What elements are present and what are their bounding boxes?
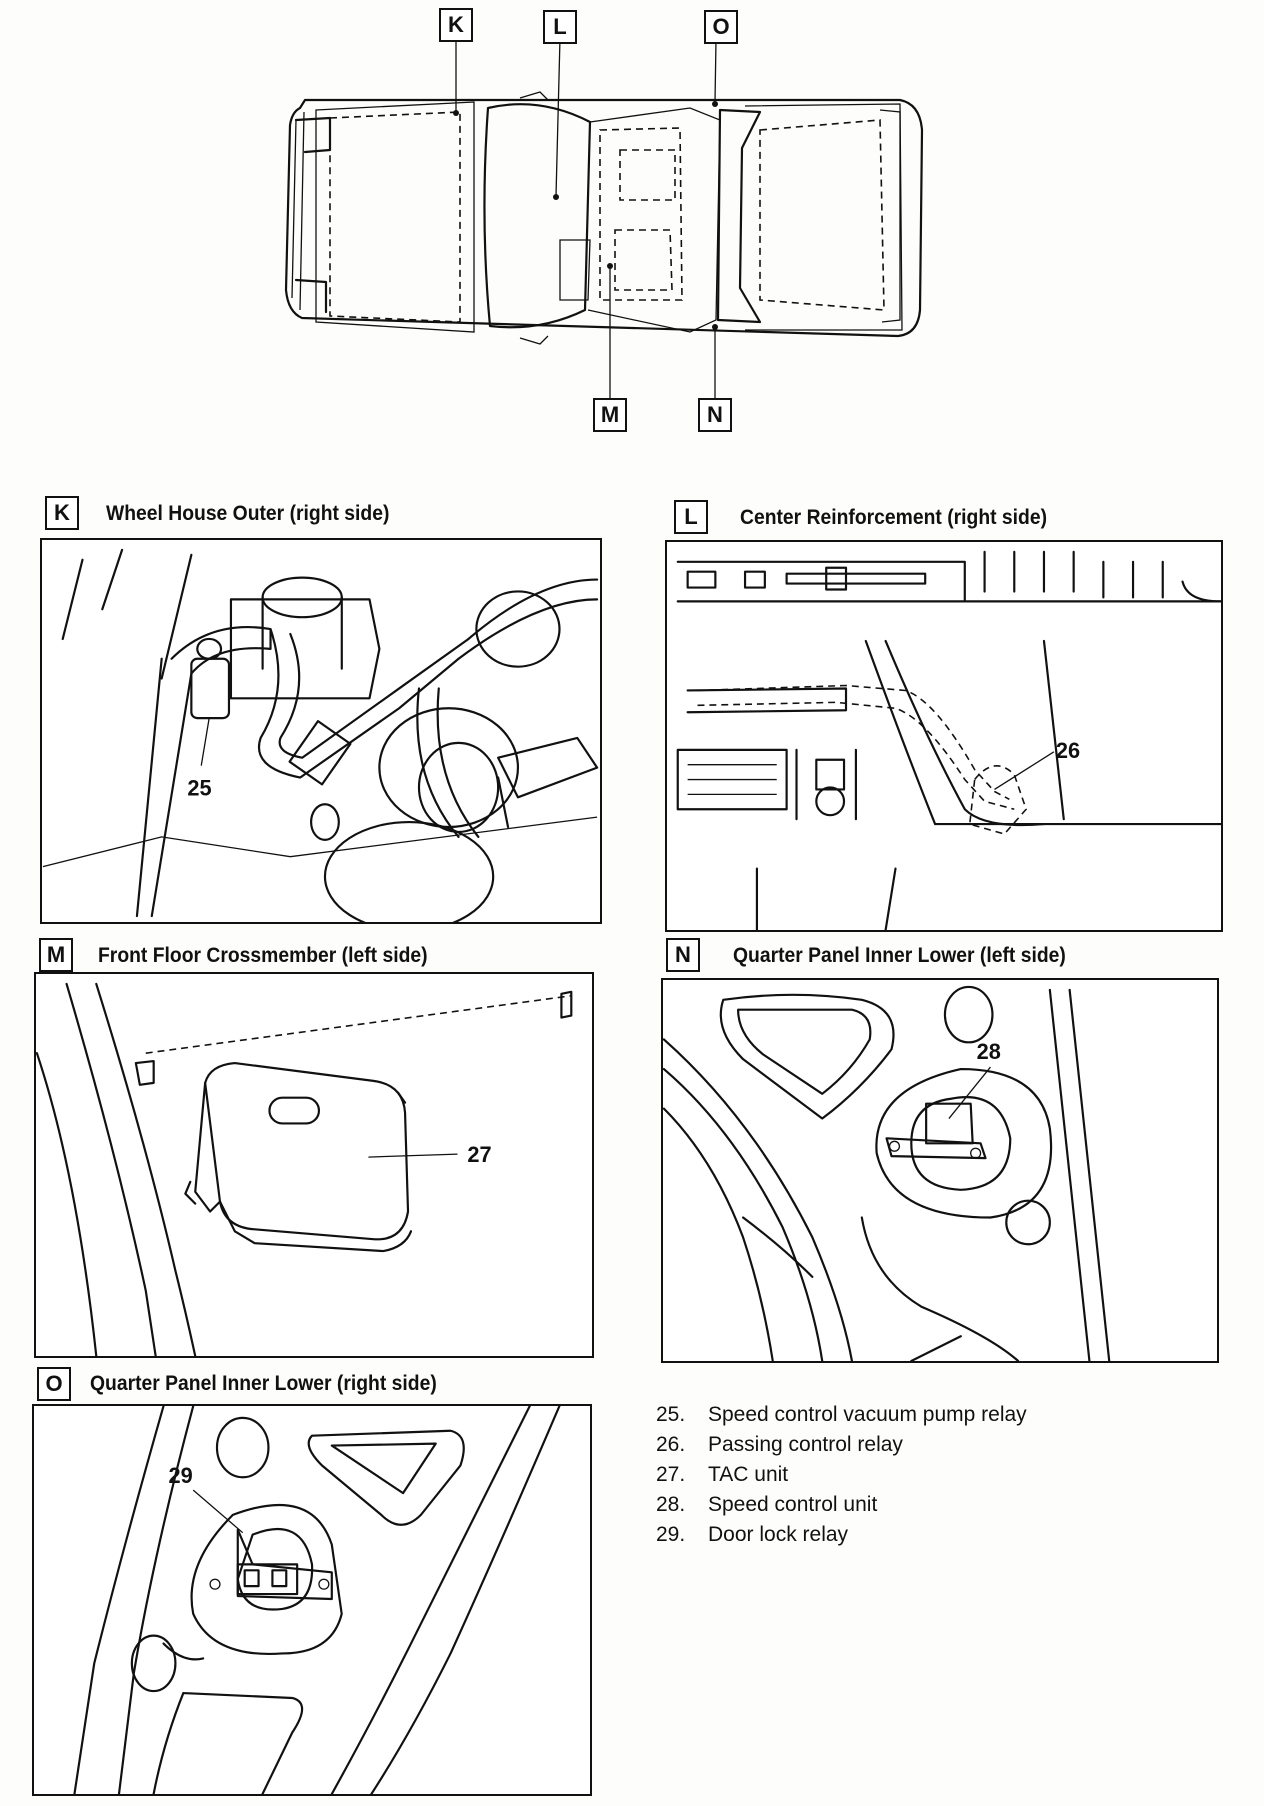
- marker-n: N: [698, 398, 732, 432]
- callout-28: 28: [977, 1039, 1001, 1064]
- view-n-panel: 28: [661, 978, 1219, 1363]
- view-k-drawing: 25: [42, 548, 599, 922]
- view-o-key: O: [37, 1367, 71, 1401]
- legend-item-25: 25. Speed control vacuum pump relay: [656, 1400, 1027, 1430]
- legend-number: 29.: [656, 1523, 686, 1546]
- view-n-drawing: 28: [663, 985, 1111, 1361]
- view-l-key: L: [674, 500, 708, 534]
- legend-item-28: 28. Speed control unit: [656, 1490, 1027, 1520]
- marker-o: O: [704, 10, 738, 44]
- view-o-panel: 29: [32, 1404, 592, 1796]
- legend-text: Speed control vacuum pump relay: [708, 1403, 1027, 1426]
- callout-29: 29: [168, 1463, 192, 1488]
- view-m-panel: 27: [34, 972, 594, 1358]
- view-k-title: Wheel House Outer (right side): [106, 502, 390, 525]
- legend-number: 28.: [656, 1493, 686, 1516]
- legend-item-29: 29. Door lock relay: [656, 1520, 1027, 1550]
- view-m-drawing: 27: [36, 982, 573, 1356]
- legend-text: Door lock relay: [708, 1523, 849, 1546]
- legend-item-26: 26. Passing control relay: [656, 1430, 1027, 1460]
- view-k-key: K: [45, 496, 79, 530]
- view-n-key: N: [666, 938, 700, 972]
- view-m-title: Front Floor Crossmember (left side): [98, 944, 428, 967]
- marker-m: M: [593, 398, 627, 432]
- legend-text: TAC unit: [708, 1463, 789, 1486]
- legend-item-27: 27. TAC unit: [656, 1460, 1027, 1490]
- view-l-panel: 26: [665, 540, 1223, 932]
- parts-legend: 25. Speed control vacuum pump relay 26. Pa…: [656, 1400, 1027, 1550]
- legend-text: Speed control unit: [708, 1493, 878, 1516]
- legend-text: Passing control relay: [708, 1433, 903, 1456]
- view-l-drawing: 26: [676, 550, 1221, 930]
- legend-number: 26.: [656, 1433, 686, 1456]
- view-k-panel: 25: [40, 538, 602, 924]
- car-overview-illustration: [284, 37, 924, 398]
- marker-k: K: [439, 8, 473, 42]
- legend-number: 27.: [656, 1463, 686, 1486]
- view-n-title: Quarter Panel Inner Lower (left side): [733, 944, 1066, 967]
- callout-27: 27: [467, 1142, 491, 1167]
- marker-l: L: [543, 10, 577, 44]
- callout-25: 25: [187, 775, 211, 800]
- view-o-title: Quarter Panel Inner Lower (right side): [90, 1372, 437, 1395]
- legend-number: 25.: [656, 1403, 686, 1426]
- callout-26: 26: [1056, 738, 1080, 763]
- view-l-title: Center Reinforcement (right side): [740, 506, 1048, 529]
- view-m-key: M: [39, 938, 73, 972]
- view-o-drawing: 29: [73, 1406, 561, 1794]
